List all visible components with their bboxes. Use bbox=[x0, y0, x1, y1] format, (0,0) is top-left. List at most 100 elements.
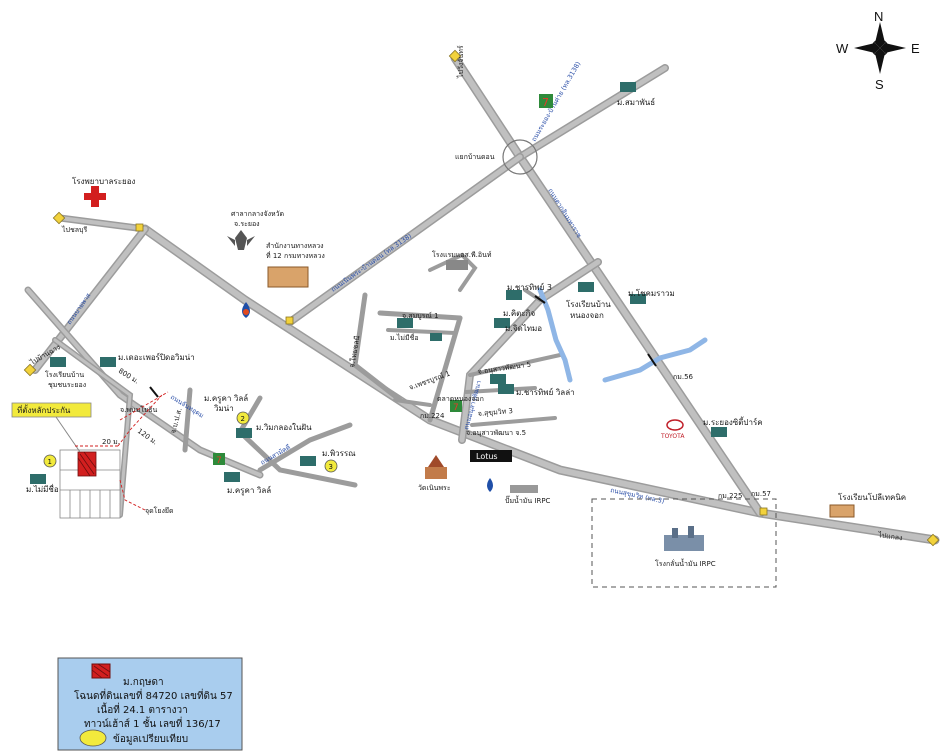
label-m-samaphan: ม.สมาพันธ์ bbox=[617, 97, 655, 107]
comparable-number: 1 bbox=[48, 458, 52, 466]
house-icon bbox=[578, 282, 594, 292]
subject-site-plot bbox=[59, 449, 121, 519]
west-end-marker bbox=[52, 211, 66, 225]
label-soi-wat: จ.เพชรบูรณ์ 1 bbox=[408, 370, 451, 392]
compass-west: W bbox=[836, 41, 849, 56]
label-soi-suk: จ.สุขุมวิท 3 bbox=[477, 407, 513, 418]
label-m-phiwan: ม.พิวรรณ bbox=[322, 449, 356, 458]
label-wat: วัดเนินพระ bbox=[418, 484, 451, 492]
label-km-57: กม.57 bbox=[751, 490, 771, 498]
compass-south: S bbox=[875, 77, 884, 92]
house-icon bbox=[506, 290, 522, 300]
label-gov-office-1: ศาลากลางจังหวัด bbox=[231, 210, 284, 218]
label-refinery: โรงกลั่นน้ำมัน IRPC bbox=[655, 557, 716, 568]
label-school-nongjork-1: โรงเรียนบ้าน bbox=[566, 299, 611, 309]
junction-marker bbox=[285, 316, 294, 325]
compass-north: N bbox=[874, 9, 883, 24]
road-label-r4: ถนนตากสินมหาราช bbox=[546, 187, 583, 240]
label-m-nosian: ม.ไม่มีชื่อ bbox=[390, 333, 419, 342]
label-m-charoen-3: ม.ชารทิพย์ 3 bbox=[507, 282, 552, 292]
hotel-icon bbox=[446, 260, 468, 270]
label-dist-20: 20 ม. bbox=[102, 438, 120, 446]
bridge-mark bbox=[647, 353, 657, 367]
label-m-maisisu: ม.ไม่มีชื่อ bbox=[26, 483, 59, 494]
label-to-klaeng: ไปแกลง bbox=[877, 530, 903, 542]
gas-station-building-icon bbox=[510, 485, 538, 493]
legend-comparable-swatch bbox=[79, 729, 107, 747]
legend-line-4: ทาวน์เฮ้าส์ 1 ชั้น เลขที่ 136/17 bbox=[84, 716, 221, 730]
label-soi-somwang: จ.สมบูรณ์ 1 bbox=[402, 312, 439, 320]
label-market: ตลาดหนองจอก bbox=[437, 395, 484, 403]
house-icon bbox=[50, 357, 66, 367]
compass-rose: N S E W bbox=[836, 9, 920, 92]
label-school-ban-1: โรงเรียนบ้าน bbox=[45, 370, 84, 379]
label-dist-800: 800 ม. bbox=[117, 367, 140, 386]
comparable-marker-1: 1 bbox=[43, 454, 57, 468]
refinery-boundary bbox=[591, 498, 777, 588]
refinery-icon bbox=[664, 526, 704, 551]
legend-line-3: เนื้อที่ 24.1 ตารางวา bbox=[97, 702, 188, 716]
legend-line-5: ข้อมูลเปรียบเทียบ bbox=[113, 733, 188, 745]
temple-icon bbox=[425, 455, 447, 479]
house-icon bbox=[711, 427, 727, 437]
southwest-end-marker bbox=[23, 363, 37, 377]
label-highway-bureau-2: ที่ 12 กรมทางหลวง bbox=[266, 251, 325, 260]
comparable-number: 2 bbox=[241, 415, 245, 423]
seven-eleven-icon: 7 bbox=[450, 400, 462, 413]
legend-line-1: ม.กฤษดา bbox=[123, 677, 164, 688]
label-soi-thai: จ.ไทยชลนี bbox=[347, 335, 362, 369]
label-m-krutha-villa-1: ม.ครูคา วิลล์ bbox=[204, 393, 248, 404]
label-soi-5b: จ.อนุสาวพัฒนา จ.5 bbox=[466, 429, 526, 437]
housing-icons bbox=[30, 82, 727, 484]
north-end-marker bbox=[448, 49, 462, 63]
label-hotel: โรงแรมแอส.พี.อินท์ bbox=[432, 250, 492, 259]
comparable-marker-3: 3 bbox=[324, 459, 338, 473]
label-intersection: แยกบ้านดอน bbox=[455, 153, 495, 161]
seven-eleven-icon: 7 bbox=[539, 94, 553, 109]
label-school-ban-2: ชุมชนระยอง bbox=[48, 381, 86, 389]
label-km-56: กม.56 bbox=[673, 373, 694, 381]
house-icon bbox=[620, 82, 636, 92]
gas-station-icon bbox=[242, 302, 250, 318]
building-icon bbox=[267, 266, 309, 288]
bridge-mark bbox=[534, 295, 546, 304]
junction-marker bbox=[759, 507, 768, 516]
label-highway-bureau-1: สำนักงานทางหลวง bbox=[266, 242, 324, 250]
house-icon bbox=[300, 456, 316, 466]
label-school-polytech: โรงเรียนโปลีเทคนิค bbox=[838, 492, 906, 502]
svg-text:7: 7 bbox=[216, 456, 222, 466]
label-km-225: กม.225 bbox=[718, 492, 742, 500]
label-to-wangchan: ไปวังจันทร์ bbox=[456, 45, 465, 79]
label-m-krutha-villa-b: ม.ครูคา วิลล์ bbox=[227, 485, 271, 496]
label-dist-120: 120 ม. bbox=[136, 427, 159, 446]
label-soi-pl: จ.บ.ป.ส. bbox=[169, 407, 184, 434]
label-check-point: จุดโยงยึด bbox=[145, 506, 174, 515]
gas-station-icon bbox=[487, 478, 493, 492]
compass-east: E bbox=[911, 41, 920, 56]
label-m-lakepark: ม.เดอะเพอร์ปิดอวิมน่า bbox=[118, 352, 195, 362]
label-km-224: กม.224 bbox=[420, 412, 445, 420]
label-to-chonburi: ไปชลบุรี bbox=[61, 225, 87, 234]
legend: ม.กฤษดา โฉนดที่ดินเลขที่ 84720 เลขที่ดิน… bbox=[57, 657, 243, 751]
distance-lines bbox=[75, 391, 169, 511]
house-icon bbox=[30, 474, 46, 484]
label-m-rayong-city: ม.ระยองซิตี้ปาร์ค bbox=[703, 416, 763, 427]
comparable-marker-2: 2 bbox=[236, 411, 250, 425]
direction-markers bbox=[23, 49, 940, 547]
label-m-charoen-villa: ม.ชารทิพย์ วิลล่า bbox=[516, 387, 575, 397]
label-lotus: Lotus bbox=[476, 452, 498, 461]
lotus-logo-icon bbox=[470, 450, 512, 462]
school-building-icon bbox=[829, 504, 855, 518]
road-label-r8: ถนนบายพาส bbox=[65, 292, 92, 326]
seven-eleven-icon: 7 bbox=[213, 453, 225, 466]
intersection-circle bbox=[502, 139, 538, 175]
svg-text:7: 7 bbox=[542, 96, 549, 109]
bridge-mark bbox=[149, 386, 159, 398]
site-label-pointer bbox=[55, 416, 81, 453]
toyota-logo-icon bbox=[666, 419, 684, 431]
label-toyota: TOYOTA bbox=[660, 433, 685, 440]
comparable-number: 3 bbox=[329, 463, 333, 471]
label-gas-station: ปั๊มน้ำมัน IRPC bbox=[505, 494, 551, 505]
junction-marker bbox=[135, 223, 144, 232]
